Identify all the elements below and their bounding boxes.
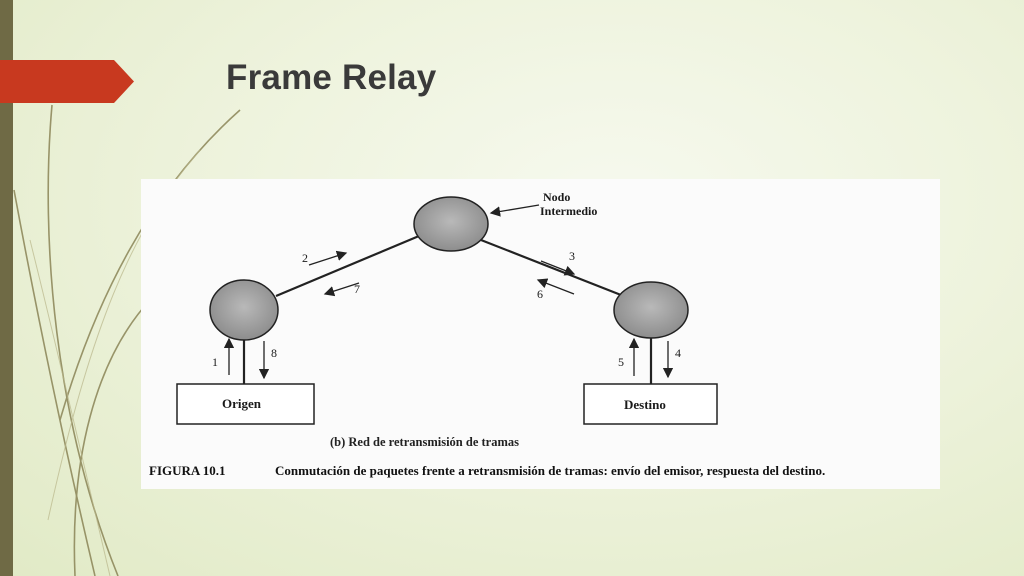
left-accent-bar [0, 0, 13, 576]
destination-box-label: Destino [624, 397, 666, 412]
step-label-7: 7 [354, 282, 360, 296]
step-arrow-2 [308, 250, 348, 266]
origin-box [176, 383, 315, 425]
step-label-6: 6 [537, 287, 543, 301]
step-label-5: 5 [618, 355, 624, 369]
origin-box-label: Origen [222, 396, 261, 411]
step-arrow-3 [540, 260, 576, 276]
link-intermediate-destination [480, 238, 622, 297]
label-pointer-arrow [489, 204, 540, 217]
step-label-4: 4 [675, 346, 681, 360]
link-origin-intermediate [275, 234, 420, 298]
network-diagram [176, 196, 718, 425]
frame-relay-figure: Nodo Intermedio 2 7 3 6 1 8 5 4 Origen D… [141, 179, 940, 489]
step-label-8: 8 [271, 346, 277, 360]
destination-node [613, 281, 689, 339]
step-arrow-6 [536, 278, 575, 295]
step-arrow-7 [323, 282, 360, 297]
intermediate-label-line2: Intermedio [540, 204, 598, 218]
figure-caption: Conmutación de paquetes frente a retrans… [275, 463, 826, 478]
slide-title: Frame Relay [226, 58, 437, 97]
step-label-1: 1 [212, 355, 218, 369]
figure-subcaption: (b) Red de retransmisión de tramas [330, 435, 519, 449]
step-label-2: 2 [302, 251, 308, 265]
title-arrow-icon [0, 60, 134, 103]
intermediate-node [413, 196, 489, 252]
intermediate-label-line1: Nodo [543, 190, 571, 204]
decorative-curves [13, 104, 241, 576]
step-label-3: 3 [569, 249, 575, 263]
origin-node [209, 279, 279, 341]
destination-box [583, 383, 718, 425]
figure-number: FIGURA 10.1 [149, 463, 226, 478]
